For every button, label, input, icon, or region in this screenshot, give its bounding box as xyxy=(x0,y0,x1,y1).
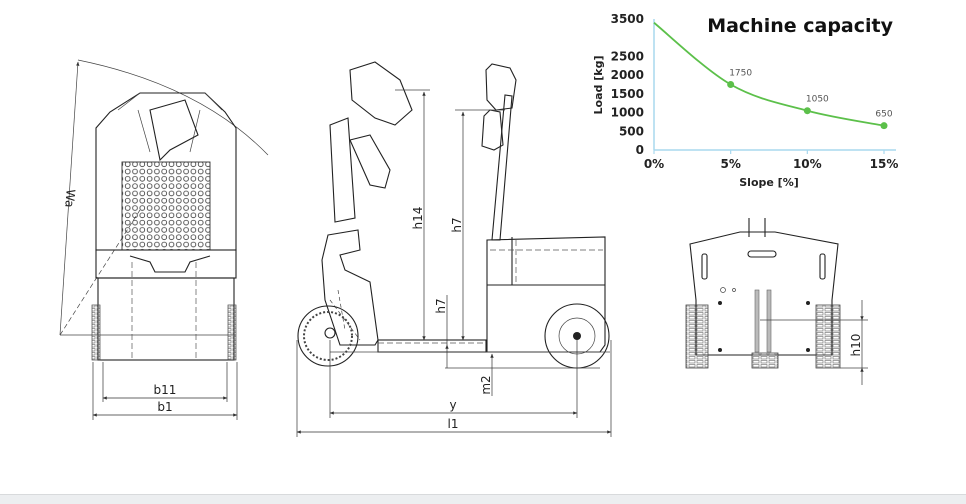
x-tick-label: 5% xyxy=(720,157,740,171)
x-tick-label: 0% xyxy=(644,157,664,171)
upper-handle xyxy=(485,63,517,111)
machine-capacity-chart: Machine capacity 0 500 1000 1500 2000 2500 350… xyxy=(592,12,898,189)
body-box xyxy=(486,236,606,353)
tiller-head xyxy=(349,61,413,126)
wa-label: Wa xyxy=(62,189,78,209)
y-axis-label: Load [kg] xyxy=(592,56,605,115)
tiller-head xyxy=(149,99,199,162)
h7-lower-label: h7 xyxy=(434,298,448,313)
x-axis-label: Slope [%] xyxy=(739,176,799,189)
h7-upper-label: h7 xyxy=(450,217,464,232)
data-label: 1750 xyxy=(729,69,752,79)
chart-title: Machine capacity xyxy=(707,15,893,37)
y-tick-label: 1500 xyxy=(611,87,644,101)
front-view: b11 b1 Wa xyxy=(59,59,269,420)
tiller-arm xyxy=(329,117,356,223)
h14-label: h14 xyxy=(411,207,425,230)
front-lower-box xyxy=(97,277,235,361)
data-label: 1050 xyxy=(806,95,829,105)
data-point xyxy=(880,122,888,130)
side-view: h14 h7 h7 m2 y l1 xyxy=(296,61,612,437)
rear-left-wheel xyxy=(685,304,709,369)
x-tick-label: 10% xyxy=(793,157,822,171)
x-tick-label: 15% xyxy=(870,157,899,171)
platform xyxy=(377,339,487,353)
y-tick-label: 0 xyxy=(636,143,644,157)
turning-arc xyxy=(77,59,269,156)
y-tick-label: 1000 xyxy=(611,106,644,120)
l1-label: l1 xyxy=(448,417,459,431)
rear-view: h10 xyxy=(685,218,868,385)
data-point xyxy=(727,81,735,88)
rear-wheel xyxy=(297,305,359,367)
rear-right-wheel xyxy=(815,304,841,369)
series-line-load xyxy=(653,22,885,127)
m2-label: m2 xyxy=(479,375,493,394)
data-label: 650 xyxy=(875,110,892,120)
right-wheel xyxy=(227,304,237,361)
wa-dimension-line xyxy=(59,61,80,336)
b1-label: b1 xyxy=(157,400,172,414)
y-tick-label: 2000 xyxy=(611,68,644,82)
bottom-scroll-strip xyxy=(0,494,966,504)
y-tick-label: 3500 xyxy=(611,12,644,26)
h10-label: h10 xyxy=(849,334,863,357)
left-wheel xyxy=(91,304,101,361)
y-tick-label: 500 xyxy=(619,124,644,138)
data-point xyxy=(803,107,811,115)
rear-center-wheel xyxy=(751,352,779,369)
lower-handle xyxy=(481,109,504,151)
y-tick-label: 2500 xyxy=(611,49,644,63)
b11-label: b11 xyxy=(154,383,177,397)
tiller-base xyxy=(321,229,379,346)
ventilation-grid xyxy=(121,161,211,251)
steering-column xyxy=(491,94,513,241)
y-label: y xyxy=(449,398,456,412)
